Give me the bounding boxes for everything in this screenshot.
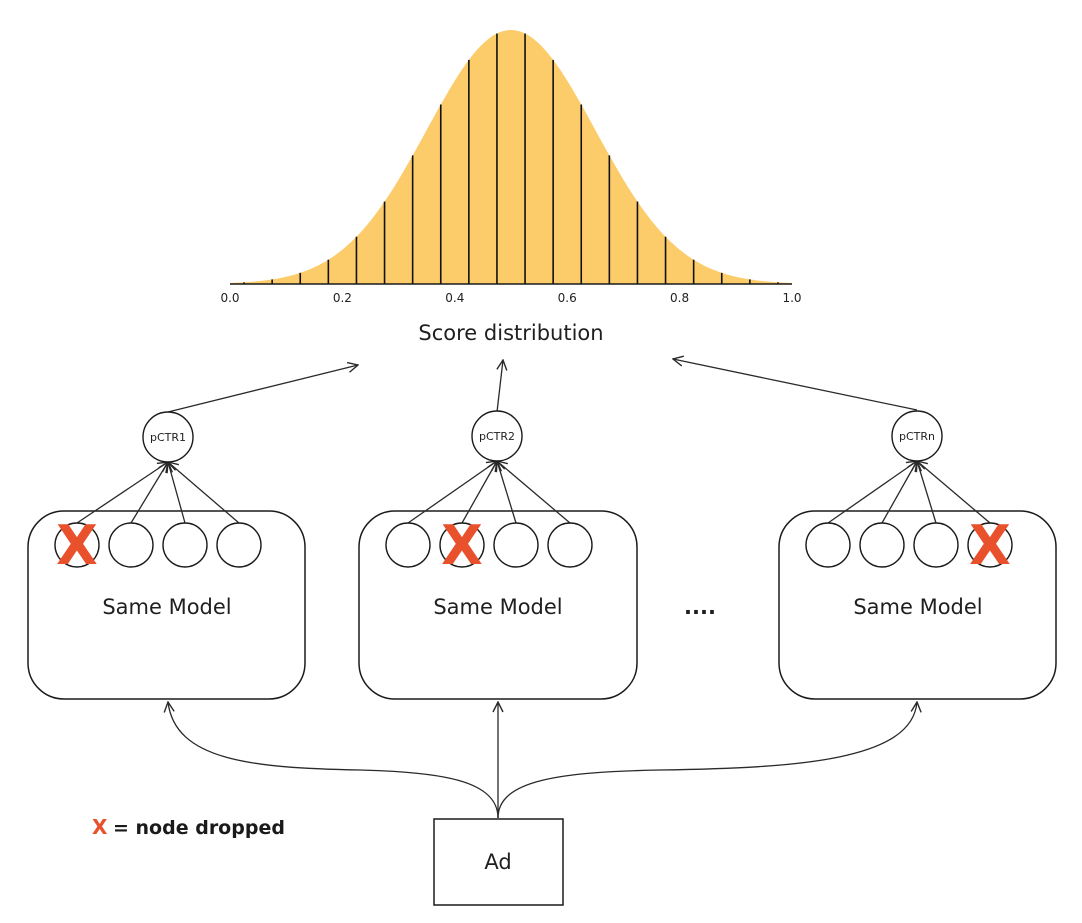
legend-x-icon: X (92, 815, 108, 839)
ad-input-box (433, 818, 564, 906)
node-edge (461, 461, 497, 524)
output-node-pctr2 (471, 410, 523, 462)
arrow-pctr1-to-distribution (167, 365, 358, 413)
more-models-ellipsis: .... (684, 595, 716, 619)
legend-text: = node dropped (113, 817, 285, 839)
node-edge (881, 461, 917, 524)
arrow-ad-to-model-1 (168, 702, 499, 819)
hidden-nodes: X (54, 514, 262, 577)
distribution-x-tick-label: 0.4 (445, 291, 464, 305)
hidden-node (805, 522, 851, 568)
arrow-pctr2-to-distribution (497, 360, 503, 413)
arrow-pctrn-to-distribution (673, 359, 918, 411)
hidden-node (859, 522, 905, 568)
node-to-output-edges (827, 461, 991, 524)
hidden-node (547, 522, 593, 568)
model-label: Same Model (433, 595, 562, 619)
distribution-title: Score distribution (418, 321, 603, 345)
distribution-x-ticks: 0.0 0.2 0.4 0.6 0.8 1.0 (220, 291, 801, 305)
distribution-x-tick-label: 0.8 (670, 291, 689, 305)
output-node-pctr1 (142, 411, 194, 463)
hidden-node (913, 522, 959, 568)
node-edge (827, 461, 917, 524)
node-to-output-edges (76, 462, 240, 524)
hidden-nodes: X (385, 514, 593, 577)
model-group-2: Same Model X pCTR2 (358, 410, 638, 700)
model-ensemble: Same Model X pCTR1 Same Model X pCTR2 Sa… (27, 410, 1057, 700)
node-edge (168, 462, 240, 524)
model-group-n: Same Model X pCTRn (778, 410, 1057, 700)
arrow-ad-to-model-n (497, 702, 917, 819)
model-label: Same Model (853, 595, 982, 619)
hidden-node (439, 522, 485, 568)
distribution-x-tick-label: 0.2 (333, 291, 352, 305)
node-edge (497, 461, 571, 524)
hidden-node (162, 522, 208, 568)
hidden-node (385, 522, 431, 568)
dropped-node-x-icon: X (969, 514, 1011, 577)
output-node-label: pCTRn (899, 430, 935, 443)
model-label: Same Model (102, 595, 231, 619)
hidden-node (108, 522, 154, 568)
distribution-curve (230, 30, 792, 284)
hidden-node (493, 522, 539, 568)
distribution-x-tick-label: 0.0 (220, 291, 239, 305)
output-node-label: pCTR1 (150, 431, 186, 444)
hidden-node (967, 522, 1013, 568)
hidden-node (216, 522, 262, 568)
node-edge (917, 461, 991, 524)
dropped-node-x-icon: X (56, 514, 98, 577)
hidden-nodes: X (805, 514, 1013, 577)
node-edge (76, 462, 168, 524)
input-routing: Ad (168, 702, 917, 906)
distribution-bin-lines (243, 33, 779, 284)
ad-input-label: Ad (484, 850, 511, 874)
distribution-x-tick-label: 0.6 (558, 291, 577, 305)
legend: X = node dropped (92, 815, 285, 839)
output-node-pctrn (891, 410, 943, 462)
node-to-output-edges (407, 461, 571, 524)
node-edge (407, 461, 497, 524)
score-distribution-plot: 0.0 0.2 0.4 0.6 0.8 1.0 Score distribution (220, 30, 802, 345)
dropped-node-x-icon: X (441, 514, 483, 577)
node-edge (130, 462, 168, 524)
distribution-x-tick-label: 1.0 (782, 291, 801, 305)
output-node-label: pCTR2 (479, 430, 515, 443)
hidden-node (54, 522, 100, 568)
output-arrows (167, 359, 918, 413)
model-group-1: Same Model X pCTR1 (27, 411, 306, 700)
